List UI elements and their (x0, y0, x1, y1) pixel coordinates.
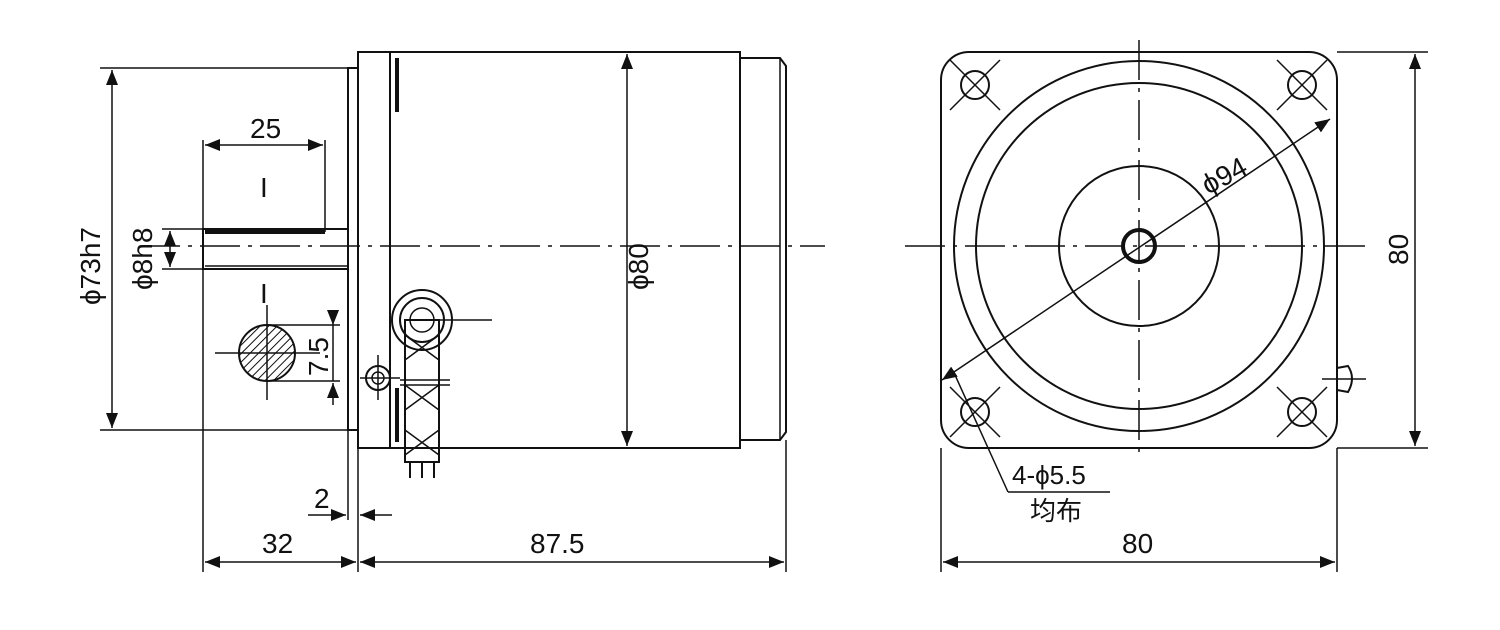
side-view: I I ϕ73h7 (75, 51, 825, 572)
shaft (202, 228, 349, 270)
dim-mount-circle-label: ϕ94 (1196, 151, 1252, 200)
dim-gap-label: 2 (314, 483, 330, 514)
dim-square-height-label: 80 (1383, 234, 1414, 265)
front-view: ϕ94 4-ϕ5.5 均布 80 80 (905, 40, 1428, 572)
section-marker-bottom: I (260, 278, 268, 309)
dim-holes-note: 均布 (1030, 496, 1082, 526)
dim-key-length-label: 25 (250, 113, 281, 144)
dim-mount-circle (941, 118, 1331, 381)
dim-key-width-label: 7.5 (303, 337, 334, 376)
pilot-boss (347, 67, 359, 431)
dim-holes-label: 4-ϕ5.5 (1012, 460, 1086, 490)
dim-shaft-length-label: 32 (262, 528, 293, 559)
dim-body-length-label: 87.5 (530, 528, 585, 559)
dim-flange-pilot-label: ϕ73h7 (75, 227, 106, 305)
section-marker-top: I (260, 172, 268, 203)
dim-body-dia-label: ϕ80 (623, 243, 654, 290)
ground-terminal (1322, 364, 1366, 394)
dim-shaft-dia-label: ϕ8h8 (127, 228, 158, 290)
rear-cap (740, 57, 787, 441)
lead-wire (360, 289, 492, 478)
motor-body (389, 51, 741, 449)
mounting-holes (949, 59, 1328, 438)
dim-square-width-label: 80 (1122, 528, 1153, 559)
shaft-section (238, 324, 296, 382)
